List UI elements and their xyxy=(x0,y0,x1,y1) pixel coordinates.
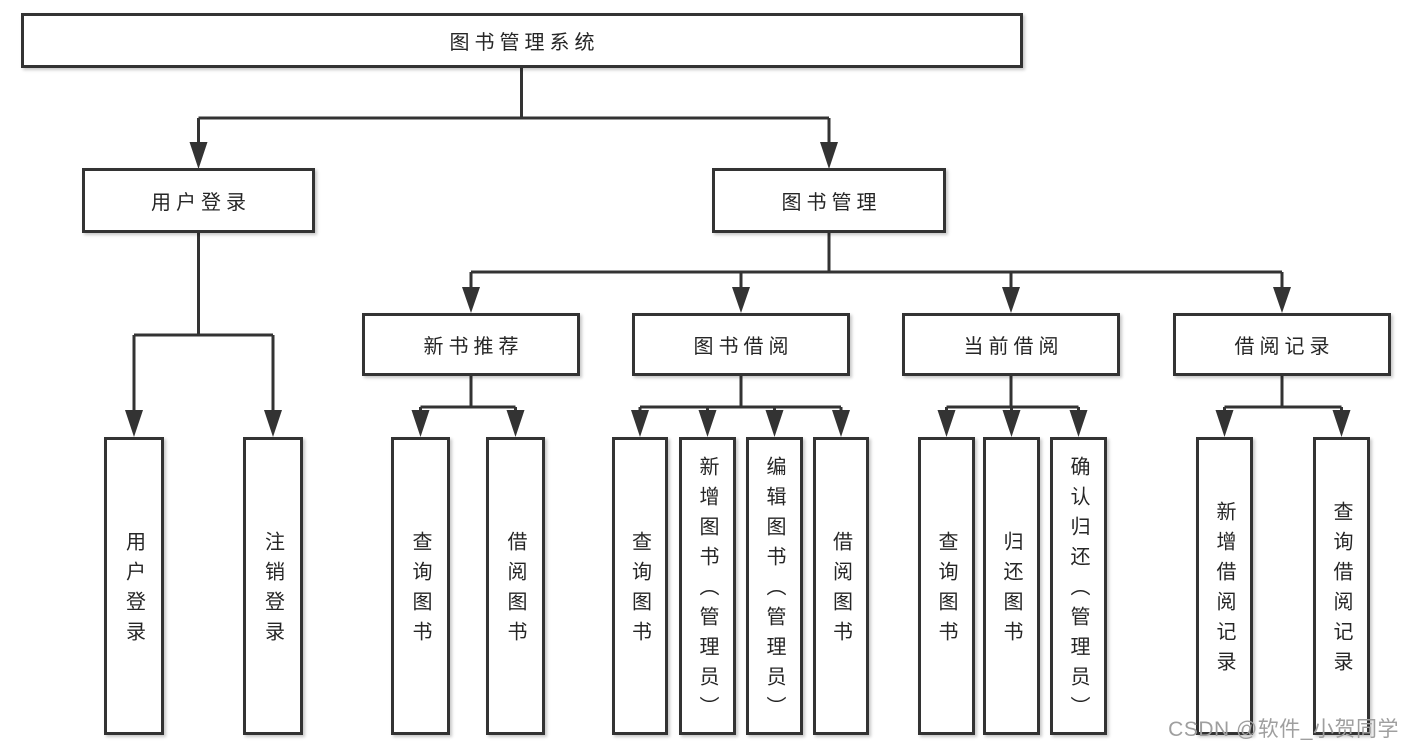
leaf-recommend-borrow-books: 借阅图书 xyxy=(486,437,545,735)
leaf-current-query-books: 查询图书 xyxy=(918,437,975,735)
leaf-query-borrow-record-label: 查询借阅记录 xyxy=(1330,501,1352,681)
node-new-book-recommendation-label: 新书推荐 xyxy=(423,336,524,358)
node-user-login: 用户登录 xyxy=(82,168,315,233)
leaf-borrowing-query-books-label: 查询图书 xyxy=(628,531,651,651)
leaf-confirm-return-admin: 确认归还（管理员） xyxy=(1050,437,1107,735)
leaf-borrowing-query-books: 查询图书 xyxy=(612,437,668,735)
leaf-user-login-label: 用户登录 xyxy=(122,531,145,651)
leaf-confirm-return-admin-label: 确认归还（管理员） xyxy=(1067,456,1089,726)
node-root-label: 图书管理系统 xyxy=(449,32,600,54)
leaf-add-books-admin: 新增图书（管理员） xyxy=(679,437,736,735)
node-book-management-label: 图书管理 xyxy=(781,192,882,214)
leaf-user-login: 用户登录 xyxy=(104,437,164,735)
leaf-edit-books-admin: 编辑图书（管理员） xyxy=(746,437,803,735)
leaf-recommend-borrow-books-label: 借阅图书 xyxy=(504,531,526,651)
leaf-add-borrow-record-label: 新增借阅记录 xyxy=(1213,501,1235,681)
leaf-add-borrow-record: 新增借阅记录 xyxy=(1196,437,1253,735)
watermark: CSDN @软件_小贺同学 xyxy=(1168,718,1399,741)
node-book-management: 图书管理 xyxy=(712,168,946,233)
node-current-borrowing: 当前借阅 xyxy=(902,313,1120,376)
leaf-add-books-admin-label: 新增图书（管理员） xyxy=(696,456,718,726)
leaf-return-books-label: 归还图书 xyxy=(1000,531,1022,651)
leaf-return-books: 归还图书 xyxy=(983,437,1040,735)
node-current-borrowing-label: 当前借阅 xyxy=(963,336,1064,358)
leaf-query-borrow-record: 查询借阅记录 xyxy=(1313,437,1370,735)
node-new-book-recommendation: 新书推荐 xyxy=(362,313,580,376)
node-book-borrowing: 图书借阅 xyxy=(632,313,850,376)
leaf-recommend-query-books: 查询图书 xyxy=(391,437,450,735)
leaf-current-query-books-label: 查询图书 xyxy=(935,531,957,651)
node-borrowing-records: 借阅记录 xyxy=(1173,313,1391,376)
node-borrowing-records-label: 借阅记录 xyxy=(1234,336,1335,358)
leaf-logout: 注销登录 xyxy=(243,437,303,735)
leaf-edit-books-admin-label: 编辑图书（管理员） xyxy=(763,456,785,726)
leaf-borrow-books: 借阅图书 xyxy=(813,437,869,735)
leaf-borrow-books-label: 借阅图书 xyxy=(829,531,852,651)
leaf-logout-label: 注销登录 xyxy=(261,531,284,651)
node-root: 图书管理系统 xyxy=(21,13,1023,68)
leaf-recommend-query-books-label: 查询图书 xyxy=(409,531,431,651)
node-user-login-label: 用户登录 xyxy=(151,192,251,214)
node-book-borrowing-label: 图书借阅 xyxy=(693,336,794,358)
